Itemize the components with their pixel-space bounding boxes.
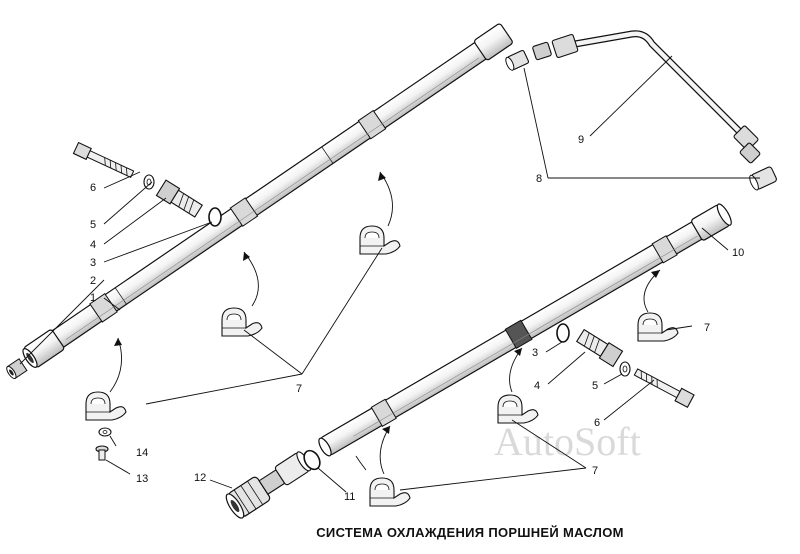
callout-9: 9 xyxy=(578,134,584,146)
banjo-fitting-top xyxy=(505,49,530,71)
callout-12: 12 xyxy=(194,472,206,484)
callout-2: 2 xyxy=(90,275,96,287)
callout-8: 8 xyxy=(536,173,542,185)
bolt-lower xyxy=(633,368,695,409)
bolt-upper xyxy=(72,141,135,179)
union-fitting-lower xyxy=(575,328,624,368)
callout-10: 10 xyxy=(732,247,744,259)
callout-6-lower: 6 xyxy=(594,417,600,429)
mounting-arrows xyxy=(109,171,661,475)
bent-oil-pipe xyxy=(532,30,761,164)
bracket-lower-middle xyxy=(497,394,539,424)
tube-connector xyxy=(225,451,312,519)
clip-washer xyxy=(98,427,112,437)
bracket-upper-middle xyxy=(221,307,263,337)
clip-screw xyxy=(95,445,109,461)
watermark: AutoSoft xyxy=(494,419,641,464)
bracket-lower-left xyxy=(369,477,411,507)
callout-7-upper: 7 xyxy=(296,383,302,395)
bracket-upper-left xyxy=(85,391,127,421)
bracket-lower-right xyxy=(637,312,679,342)
callout-11: 11 xyxy=(344,491,355,503)
diagram-caption: СИСТЕМА ОХЛАЖДЕНИЯ ПОРШНЕЙ МАСЛОМ xyxy=(316,525,624,540)
callout-4-lower: 4 xyxy=(534,380,540,392)
callout-4-upper: 4 xyxy=(90,239,96,251)
banjo-fitting-bottom xyxy=(749,166,777,191)
callout-1: 1 xyxy=(90,292,96,304)
callout-5-lower: 5 xyxy=(592,380,598,392)
washer-lower xyxy=(619,361,631,377)
seal-ring-upper xyxy=(208,207,222,227)
callout-3-lower: 3 xyxy=(532,347,538,359)
callout-3-upper: 3 xyxy=(90,257,96,269)
lower-cooling-tube xyxy=(318,203,732,457)
callout-7-lower: 7 xyxy=(592,465,598,477)
upper-cooling-tube xyxy=(22,23,513,368)
seal-ring-lower xyxy=(556,323,570,343)
bracket-upper-right xyxy=(359,225,401,255)
callout-7-right: 7 xyxy=(704,322,710,334)
callout-labels: 6 5 4 3 2 1 9 8 10 7 7 3 4 5 6 14 13 12 … xyxy=(90,134,744,503)
seal-ring-connector xyxy=(303,449,321,471)
leader-lines xyxy=(19,55,760,493)
callout-14: 14 xyxy=(136,447,148,459)
washer-upper xyxy=(143,174,155,190)
callout-6-upper: 6 xyxy=(90,182,96,194)
end-nut-upper xyxy=(6,358,28,380)
callout-13: 13 xyxy=(136,473,148,485)
callout-5-upper: 5 xyxy=(90,219,96,231)
